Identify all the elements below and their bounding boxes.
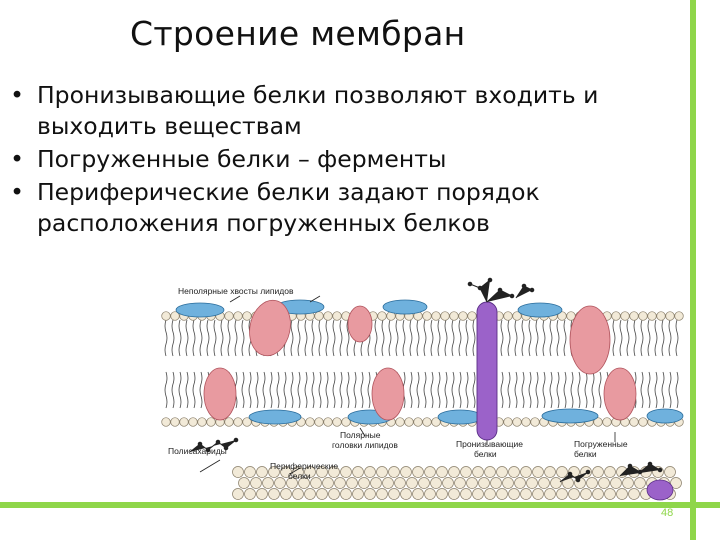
peripheral-protein: [437, 409, 483, 425]
bullet-item: • Погруженные белки – ферменты: [0, 144, 690, 175]
label-transmembrane-1: Пронизывающие: [456, 439, 523, 449]
label-peripheral-1: Периферические: [270, 461, 338, 471]
peripheral-protein: [517, 302, 563, 318]
label-heads-2: головки липидов: [332, 440, 398, 450]
peripheral-protein: [382, 299, 428, 315]
peripheral-protein: [541, 408, 599, 424]
embedded-protein: [569, 305, 611, 375]
membrane-diagram: Неполярные хвосты липидов Полярные голов…: [160, 276, 688, 502]
bullet-icon: •: [10, 178, 24, 206]
embedded-protein: [347, 305, 373, 343]
embedded-protein: [371, 367, 405, 421]
bullet-icon: •: [10, 145, 24, 173]
label-heads-1: Полярные: [340, 430, 381, 440]
slide-number: 48: [661, 507, 674, 519]
bullet-list: • Пронизывающие белки позволяют входить …: [0, 80, 690, 241]
accent-bar-bottom: [0, 502, 720, 508]
label-tails: Неполярные хвосты липидов: [178, 286, 294, 296]
embedded-protein: [603, 367, 637, 421]
cytoplasm-granules: [232, 466, 682, 500]
peripheral-protein: [646, 408, 684, 424]
label-transmembrane-2: белки: [474, 449, 497, 459]
bullet-icon: •: [10, 81, 24, 109]
bullet-item: • Периферические белки задают порядок ра…: [0, 177, 690, 239]
peripheral-protein: [175, 302, 225, 318]
peripheral-protein: [248, 409, 302, 425]
slide-title: Строение мембран: [130, 14, 466, 53]
transmembrane-protein-cap: [646, 479, 674, 501]
transmembrane-protein: [476, 301, 498, 441]
embedded-protein: [249, 299, 291, 357]
membrane-illustration: Неполярные хвосты липидов Полярные голов…: [161, 277, 684, 501]
label-peripheral-2: белки: [288, 471, 311, 481]
bullet-item: • Пронизывающие белки позволяют входить …: [0, 80, 690, 142]
bullet-text: Погруженные белки – ферменты: [37, 145, 447, 173]
embedded-protein: [203, 367, 237, 421]
label-embedded-2: белки: [574, 449, 597, 459]
label-embedded-1: Погруженные: [574, 439, 628, 449]
bullet-text: Пронизывающие белки позволяют входить и …: [37, 81, 599, 140]
accent-bar-right: [690, 0, 696, 540]
label-glyco: Полисахариды: [168, 446, 227, 456]
bullet-text: Периферические белки задают порядок расп…: [37, 178, 540, 237]
lipid-tails: [164, 319, 679, 409]
